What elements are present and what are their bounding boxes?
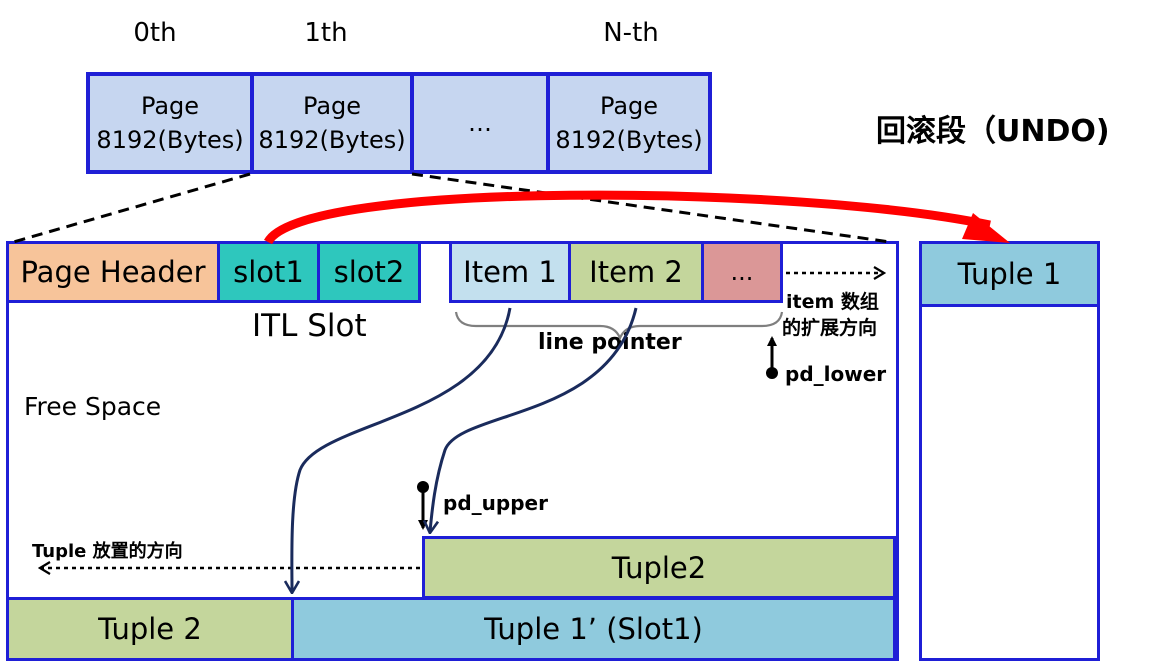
item-2-cell: Item 2 xyxy=(568,241,704,303)
undo-tuple1-cell: Tuple 1 xyxy=(919,241,1100,307)
slot1-label: slot1 xyxy=(233,255,304,289)
tuple2-upper-cell: Tuple2 xyxy=(422,536,896,599)
pd-upper-label: pd_upper xyxy=(443,491,548,515)
slot-to-undo-arrow xyxy=(264,190,991,245)
line-pointer-brace xyxy=(454,311,784,341)
page-header-label: Page Header xyxy=(20,255,206,289)
zoom-line-left xyxy=(9,172,251,245)
tuple2-lower-cell: Tuple 2 xyxy=(6,597,294,661)
item-growth-label-1: item 数组 xyxy=(786,291,879,313)
zoom-line-right xyxy=(411,172,891,244)
page-index-1: 1th xyxy=(304,18,348,48)
page-block-ellipsis: … xyxy=(410,72,550,174)
tuple2-lower-label: Tuple 2 xyxy=(98,612,202,646)
page-index-0: 0th xyxy=(133,18,177,48)
page-block-n-title: Page xyxy=(599,92,659,120)
itl-slot-1: slot1 xyxy=(217,241,320,303)
page-index-n: N-th xyxy=(603,18,659,48)
tuple-direction-label: Tuple 放置的方向 xyxy=(32,541,183,562)
item-growth-label-2: 的扩展方向 xyxy=(782,317,878,339)
itl-slot-label: ITL Slot xyxy=(252,308,367,344)
item2-to-tuple2-curve xyxy=(430,307,638,532)
line-pointer-label: line pointer xyxy=(538,330,682,355)
page-block-0-title: Page xyxy=(140,92,200,120)
page-header-cell: Page Header xyxy=(6,241,220,303)
itl-slot-2: slot2 xyxy=(317,241,421,303)
undo-title: 回滚段（UNDO) xyxy=(876,114,1110,149)
item-1-label: Item 1 xyxy=(463,255,557,289)
slot2-label: slot2 xyxy=(333,255,405,289)
page-block-ellipsis-text: … xyxy=(468,109,492,137)
tuple2-upper-label: Tuple2 xyxy=(611,550,707,585)
item1-to-tuple2-curve xyxy=(292,307,512,592)
item-2-label: Item 2 xyxy=(589,255,683,289)
page-block-1-size: 8192(Bytes) xyxy=(258,126,406,154)
page-block-1-title: Page xyxy=(302,92,362,120)
tuple1-prime-label: Tuple 1’ (Slot1) xyxy=(484,612,703,646)
page-block-n: Page 8192(Bytes) xyxy=(546,72,712,174)
undo-tuple1-label: Tuple 1 xyxy=(957,257,1062,291)
free-space-label: Free Space xyxy=(24,392,162,421)
item-1-cell: Item 1 xyxy=(449,241,571,303)
page-block-n-size: 8192(Bytes) xyxy=(555,126,703,154)
page-block-0-size: 8192(Bytes) xyxy=(96,126,244,154)
item-more-cell: ... xyxy=(701,241,783,303)
pd-lower-label: pd_lower xyxy=(785,362,887,386)
tuple1-prime-cell: Tuple 1’ (Slot1) xyxy=(291,597,896,661)
slot-to-undo-arrowhead xyxy=(962,213,1010,243)
item-more-label: ... xyxy=(730,258,754,286)
